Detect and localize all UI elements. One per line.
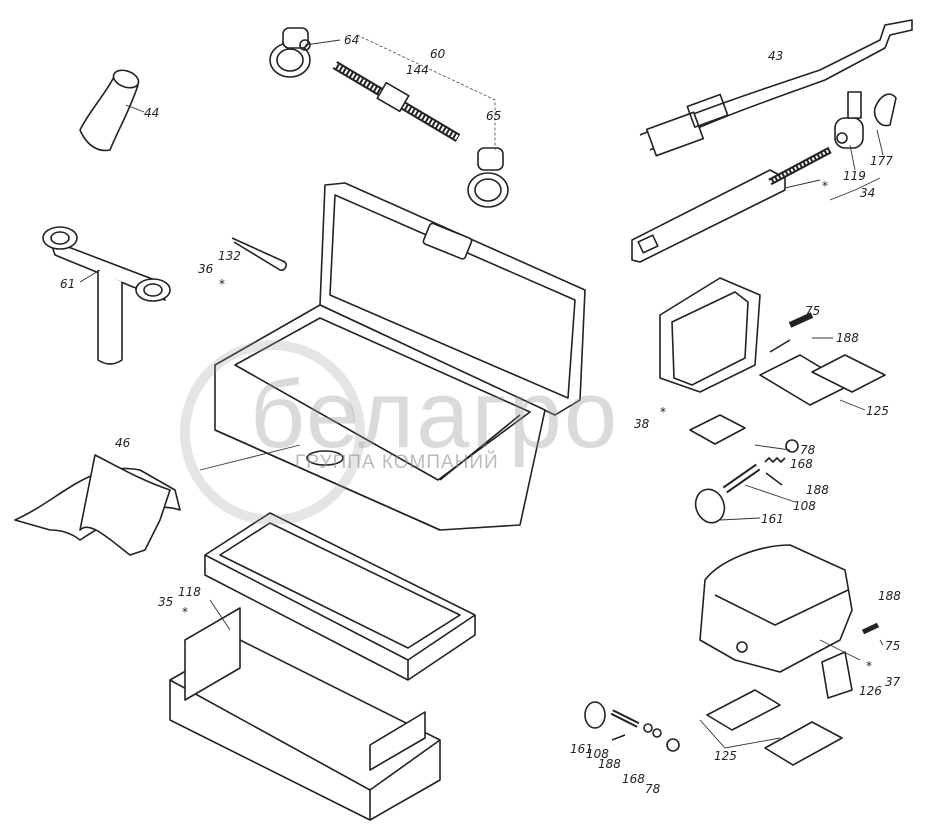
part-65-clamp [467,147,509,208]
part-38-case [659,277,886,445]
part-61-socket-wrench [42,226,171,365]
label-34: 34 [860,186,876,200]
label-161-bottom: 161 [570,742,593,756]
part-64-clamp [269,27,311,78]
part-bottom-pin-assembly [584,701,680,752]
label-star-36: * [219,277,225,291]
label-65: 65 [486,109,502,123]
label-78-mid: 78 [800,443,816,457]
label-64: 64 [344,33,360,47]
label-188-bottom-right: 188 [878,589,901,603]
watermark-ring [180,340,365,525]
label-188-bottom: 188 [598,757,621,771]
label-38: 38 [634,417,650,431]
part-44-bent-tube [79,69,140,152]
label-168-bottom: 168 [622,772,645,786]
label-37: 37 [885,675,901,689]
part-144-threaded-rod [332,61,461,142]
label-star-37: * [866,659,872,673]
label-60: 60 [430,47,446,61]
label-46: 46 [115,436,131,450]
part-132-cotter-pin [231,237,287,271]
label-78-bottom: 78 [645,782,661,796]
label-188-mid: 188 [806,483,829,497]
label-132: 132 [218,249,241,263]
label-188-top: 188 [836,331,859,345]
label-43: 43 [768,49,784,63]
label-144: 144 [406,63,429,77]
label-44: 44 [144,106,160,120]
part-75-pin [769,312,814,353]
part-46-mat [14,454,181,556]
label-118: 118 [178,585,201,599]
label-161-mid: 161 [761,512,784,526]
part-118-frame [204,512,476,681]
label-75-bottom: 75 [885,639,901,653]
label-125-bottom: 125 [714,749,737,763]
part-tray [169,607,441,821]
part-108-pin-assembly [694,439,799,524]
watermark-brand: белагро [250,361,620,468]
part-43-strap [639,19,913,157]
label-108-mid: 108 [793,499,816,513]
label-177: 177 [870,154,893,168]
watermark-subtitle: ГРУППА КОМПАНИЙ [295,452,499,473]
label-126: 126 [859,684,882,698]
label-125-top: 125 [866,404,889,418]
label-75-top: 75 [805,304,821,318]
label-61: 61 [60,277,76,291]
label-108-bottom: 108 [586,747,609,761]
part-34-tension-bolt [631,91,897,263]
label-35: 35 [158,595,174,609]
label-36: 36 [198,262,214,276]
label-star-35: * [182,605,188,619]
label-star-38: * [660,405,666,419]
part-37-case [699,544,880,766]
label-star-34: * [822,179,828,193]
label-168-mid: 168 [790,457,813,471]
label-119: 119 [843,169,866,183]
